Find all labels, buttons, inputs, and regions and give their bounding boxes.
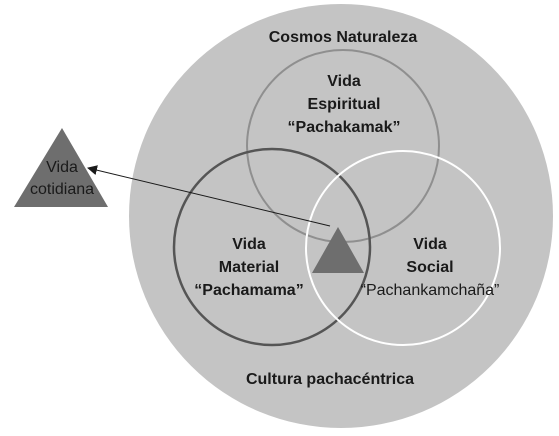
culture-label: Cultura pachacéntrica <box>246 371 414 388</box>
spiritual-label-line2: Espiritual <box>308 96 381 113</box>
arrow-center-to-daily-life <box>87 165 331 227</box>
material-label-line2: Material <box>219 259 279 276</box>
cosmos-outer-circle <box>129 4 553 428</box>
social-label-line2: Social <box>406 259 453 276</box>
social-life-circle <box>305 150 501 346</box>
material-life-circle <box>172 147 372 347</box>
spiritual-label-line3: “Pachakamak” <box>288 119 401 136</box>
center-triangle <box>312 227 364 273</box>
daily-life-label-line1: Vida <box>46 159 78 176</box>
material-label-line3: “Pachamama” <box>194 282 303 299</box>
daily-life-triangle <box>14 128 108 207</box>
daily-life-label-line2: cotidiana <box>30 181 94 198</box>
spiritual-label-line1: Vida <box>327 73 361 90</box>
cosmos-label: Cosmos Naturaleza <box>269 29 418 46</box>
material-label-line1: Vida <box>232 236 266 253</box>
social-label-line1: Vida <box>413 236 447 253</box>
social-label-line3: “Pachankamchaña” <box>361 282 500 299</box>
